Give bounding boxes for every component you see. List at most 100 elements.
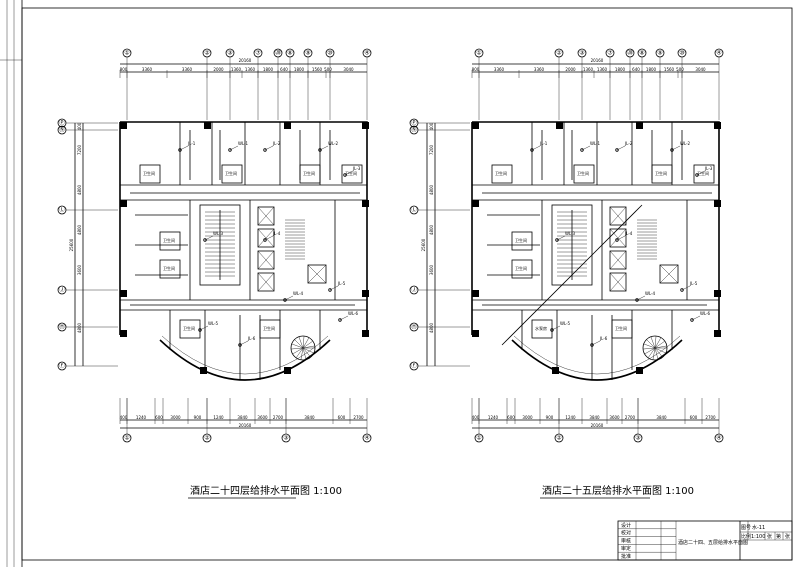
bottom-total-dim: 20160 (591, 423, 604, 428)
leader-line (284, 295, 294, 301)
structural-column (284, 122, 291, 129)
top-dim: 1560 (312, 67, 323, 72)
spiral-tread (654, 337, 662, 349)
left-dim: 4800 (77, 184, 82, 195)
staircase (199, 204, 241, 286)
title-block-row-label: 审核 (621, 537, 631, 544)
spiral-tread (652, 347, 656, 360)
drain-pipe-diagonal (501, 204, 643, 346)
curved-wall-inner (513, 335, 681, 375)
axis-label: ⑩ (327, 50, 332, 57)
leader-line (591, 340, 601, 346)
structural-column (714, 330, 721, 337)
pipe-riser (670, 148, 674, 152)
axis-label: ⑧ (287, 50, 292, 57)
leader-line (616, 145, 626, 151)
title-block-row-label: 批准 (621, 553, 631, 560)
leader-line (264, 235, 274, 241)
bottom-dim: 3600 (257, 415, 268, 420)
sheet-label: 张 (767, 533, 772, 540)
bottom-total-dim: 20160 (239, 423, 252, 428)
spiral-tread (647, 347, 656, 358)
left-dim: 4800 (77, 322, 82, 333)
scale-label: 比例 (741, 533, 751, 540)
room-label: 卫生间 (303, 170, 315, 176)
top-dim: 1800 (263, 67, 274, 72)
top-dim: 3040 (695, 67, 706, 72)
pipe-tag: JL-2 (272, 141, 281, 146)
left-dim: 3600 (429, 264, 434, 275)
axis-label: ⑦ (255, 50, 261, 57)
axis-label: ③ (635, 435, 640, 442)
pipe-riser (530, 148, 534, 152)
leader-line (636, 295, 646, 301)
leader-line (581, 145, 591, 151)
axis-label: ① (124, 435, 129, 442)
pipe-riser (318, 148, 322, 152)
bottom-dim: 1240 (213, 415, 224, 420)
left-total-dim: 25600 (421, 238, 426, 251)
partition-walls (521, 200, 688, 370)
axis-label: Ⓛ (59, 206, 65, 214)
partition-walls (179, 122, 321, 185)
top-dim: 1800 (646, 67, 657, 72)
spiral-tread (291, 347, 304, 350)
top-dim: 1800 (294, 67, 305, 72)
leader-line (696, 170, 706, 176)
left-dim: 4800 (429, 184, 434, 195)
axis-label: Ⓟ (59, 119, 65, 127)
plan-title-24: 酒店二十四层给排水平面图 1:100 (190, 484, 342, 497)
top-dim: 1360 (597, 67, 608, 72)
pipe-riser (635, 298, 639, 302)
bathroom (139, 164, 161, 184)
axis-label: Ⓛ (411, 206, 417, 214)
pipe-tag: WL-4 (645, 291, 656, 296)
axis-label: ⑦ (607, 50, 613, 57)
structural-column (472, 122, 479, 129)
axis-label: Ⓝ (59, 126, 65, 134)
pipe-riser (263, 238, 267, 242)
pipe-riser (328, 288, 332, 292)
bottom-dim: 3840 (589, 415, 600, 420)
bottom-dim: 3000 (170, 415, 181, 420)
elevator-cross (257, 228, 275, 248)
partition-walls (169, 200, 336, 370)
structural-column (472, 330, 479, 337)
bathroom (159, 231, 181, 251)
pipe-riser (178, 148, 182, 152)
axis-label: ④ (364, 50, 369, 57)
room-label: 卫生间 (263, 325, 275, 331)
bottom-dim: 3840 (304, 415, 315, 420)
spiral-tread (646, 339, 656, 349)
left-dim: 400 (77, 122, 82, 130)
elevator-cross (257, 250, 275, 270)
bottom-dim: 900 (546, 415, 554, 420)
top-dim: 2000 (565, 67, 576, 72)
room-label: 卫生间 (515, 265, 527, 271)
bottom-dim: 600 (155, 415, 163, 420)
room-label: 卫生间 (515, 237, 527, 243)
axis-label: ① (476, 50, 481, 57)
bathroom (491, 164, 513, 184)
structural-column (714, 290, 721, 297)
bathroom (159, 259, 181, 279)
leader-line (239, 340, 249, 346)
axis-label: ⑨ (657, 50, 662, 57)
top-dim: 3360 (182, 67, 193, 72)
spiral-tread (294, 339, 304, 349)
axis-label: ③ (579, 50, 584, 57)
structural-column (552, 367, 559, 374)
bottom-dim: 900 (194, 415, 202, 420)
elevator-cross (307, 264, 327, 284)
left-dim: 4800 (77, 224, 82, 235)
top-dim: 640 (280, 67, 288, 72)
pipe-tag: JL-6 (247, 336, 256, 341)
leader-line (329, 285, 339, 291)
axis-bubble (281, 433, 291, 443)
top-dim: 3040 (343, 67, 354, 72)
spiral-tread (300, 347, 304, 360)
leader-line (681, 285, 691, 291)
water-supply-pipes (482, 130, 712, 380)
left-dim: 7200 (429, 144, 434, 155)
